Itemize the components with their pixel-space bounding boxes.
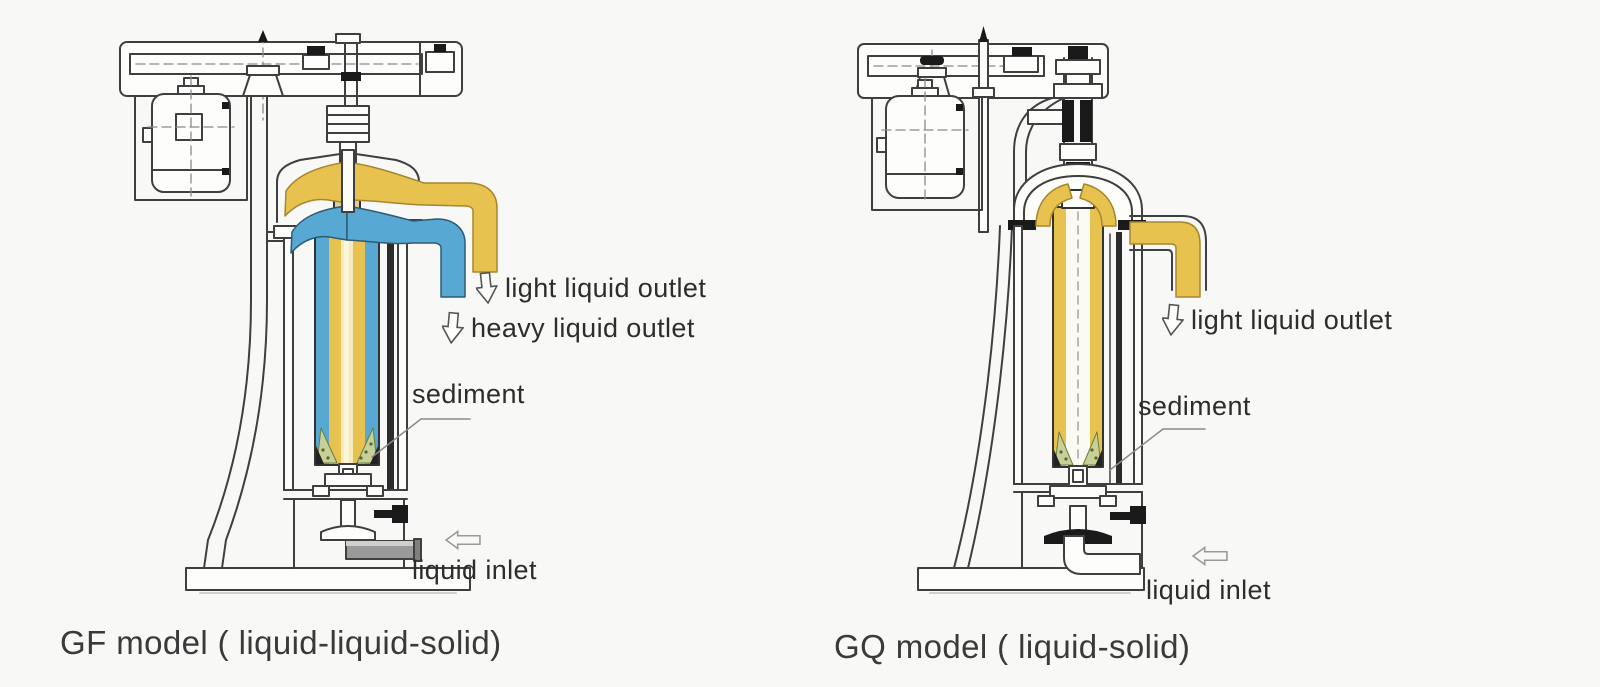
- down-arrow-icon: [440, 311, 465, 345]
- gq-centrifuge: [857, 26, 1207, 594]
- gq-support-arm: [1013, 97, 1073, 227]
- gq-bowl: [1052, 189, 1104, 468]
- down-arrow-icon: [474, 271, 499, 305]
- left-arrow-icon: [1192, 546, 1228, 566]
- gq-light-liquid-flow: [1035, 183, 1201, 298]
- gq-sediment-text: sediment: [1138, 391, 1251, 421]
- gf-light-liquid-outlet-text: light liquid outlet: [505, 273, 707, 303]
- gf-centrifuge: [119, 30, 498, 594]
- gq-light-liquid-outlet-label: light liquid outlet: [1160, 303, 1393, 337]
- gf-inlet-assembly: [312, 463, 422, 562]
- left-arrow-icon: [445, 530, 481, 550]
- gq-motor: [871, 77, 983, 211]
- gq-outlet-spout: [1129, 215, 1207, 291]
- down-arrow-icon: [1160, 303, 1185, 337]
- gq-caption: GQ model ( liquid-solid): [834, 628, 1191, 665]
- gf-caption: GF model ( liquid-liquid-solid): [60, 624, 502, 661]
- gf-stand: [185, 95, 471, 594]
- gq-sediment: [1054, 431, 1102, 466]
- gf-sediment: [316, 427, 378, 464]
- gf-liquid-inlet-text: liquid inlet: [412, 555, 537, 585]
- gf-sediment-label: sediment: [412, 378, 525, 410]
- gf-heavy-liquid-outlet-label: heavy liquid outlet: [440, 311, 695, 345]
- gf-light-liquid-flow: [284, 161, 498, 273]
- gf-light-liquid-outlet-label: light liquid outlet: [474, 271, 707, 305]
- gq-inlet-assembly: [1037, 465, 1146, 575]
- gq-light-liquid-outlet-text: light liquid outlet: [1191, 305, 1393, 335]
- gf-heavy-liquid-outlet-text: heavy liquid outlet: [471, 313, 695, 343]
- gq-liquid-inlet-label: liquid inlet: [1146, 574, 1271, 606]
- gf-liquid-inlet-label: liquid inlet: [412, 554, 537, 586]
- gf-feed-tube: [341, 149, 355, 213]
- gf-drive-housing: [119, 30, 463, 121]
- gf-heavy-liquid-flow: [290, 205, 466, 298]
- gf-sediment-leader-line: [371, 418, 471, 458]
- gf-sediment-text: sediment: [412, 379, 525, 409]
- gq-inlet-pipe: [1063, 535, 1141, 575]
- gq-sediment-leader-line: [1109, 428, 1206, 471]
- gf-motor: [134, 75, 248, 201]
- gq-sediment-label: sediment: [1138, 390, 1251, 422]
- gq-drive-housing: [857, 26, 1109, 233]
- gq-liquid-inlet-text: liquid inlet: [1146, 575, 1271, 605]
